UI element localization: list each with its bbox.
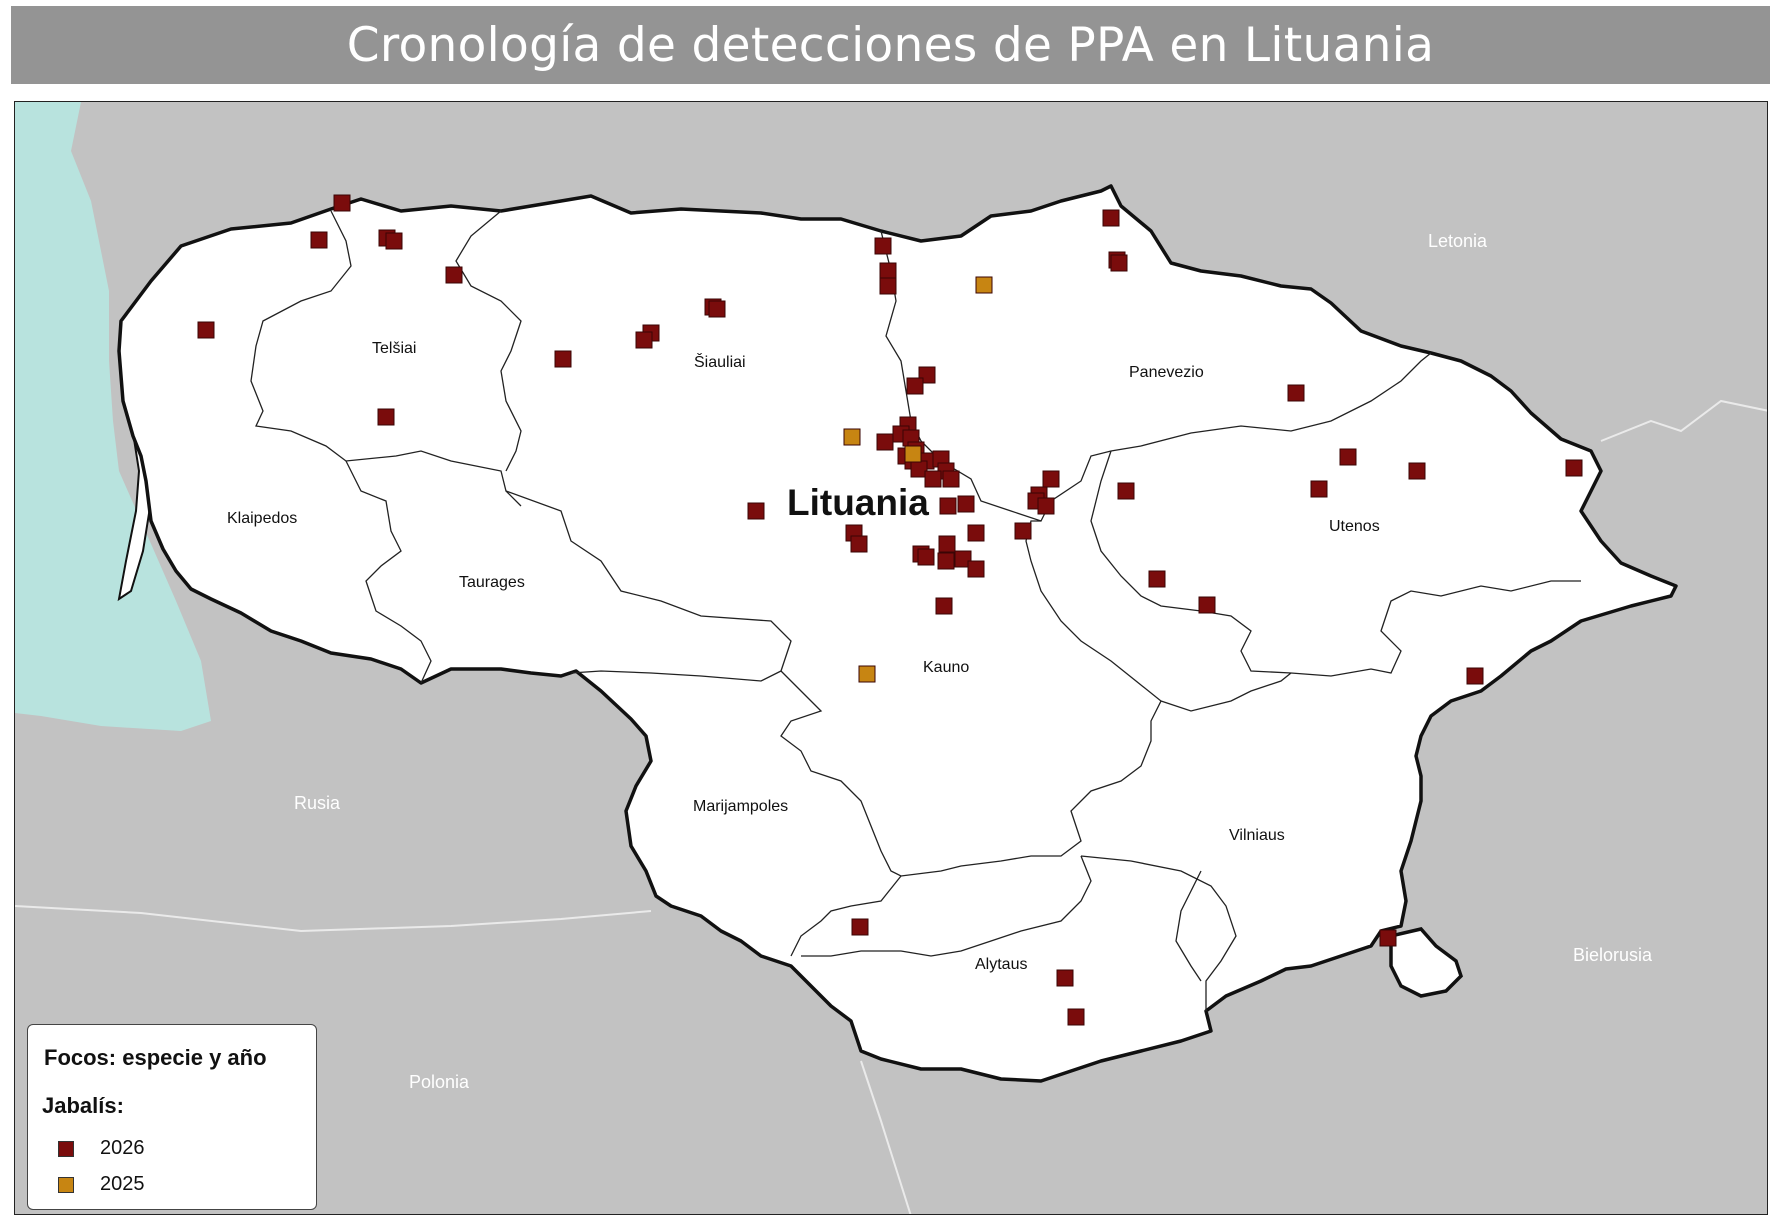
- outbreak-marker-2026-15: [1102, 209, 1120, 227]
- outbreak-marker-2026-7: [377, 408, 395, 426]
- legend: Focos: especie y año Jabalís: 2026 2025: [27, 1024, 317, 1210]
- outbreak-marker-2026-56: [1117, 482, 1135, 500]
- outbreak-marker-2026-63: [1379, 929, 1397, 947]
- legend-species: Jabalís:: [42, 1093, 124, 1118]
- region-labels: Telšiai Šiauliai Panevezio Klaipedos Tau…: [227, 340, 1380, 973]
- country-labels: Letonia Rusia Bielorusia Polonia: [294, 231, 1653, 1092]
- outbreak-marker-2026-58: [1198, 596, 1216, 614]
- country-label-polonia: Polonia: [409, 1072, 470, 1092]
- country-label-letonia: Letonia: [1428, 231, 1488, 251]
- legend-item-2026: 2026: [58, 1137, 145, 1160]
- map-title-lituania: Lituania: [787, 482, 929, 523]
- outbreak-marker-2026-39: [1014, 522, 1032, 540]
- map-canvas: Telšiai Šiauliai Panevezio Klaipedos Tau…: [15, 102, 1767, 1214]
- outbreak-marker-2026-12: [874, 237, 892, 255]
- outbreak-marker-2026-55: [1565, 459, 1583, 477]
- border-latvia-belarus: [1600, 399, 1767, 442]
- outbreak-marker-2026-44: [938, 535, 956, 553]
- legend-swatch-2025: [58, 1176, 74, 1193]
- legend-label-2025: 2025: [100, 1173, 145, 1195]
- outbreak-marker-2026-51: [1287, 384, 1305, 402]
- outbreak-markers: [197, 194, 1583, 1026]
- outbreak-marker-2026-42: [850, 535, 868, 553]
- outbreak-marker-2026-0: [333, 194, 351, 212]
- outbreak-marker-2026-13: [879, 262, 897, 280]
- legend-swatch-2026: [58, 1140, 74, 1157]
- legend-title: Focos: especie y año: [44, 1045, 267, 1070]
- lithuania-southeast-protrusion: [1389, 927, 1464, 998]
- outbreak-marker-2026-17: [1110, 254, 1128, 272]
- outbreak-marker-2026-38: [1037, 497, 1055, 515]
- lithuania-country: [117, 184, 1678, 1083]
- region-label-telsiai: Telšiai: [372, 340, 416, 357]
- legend-label-2026: 2026: [100, 1137, 145, 1159]
- outbreak-marker-2026-61: [1056, 969, 1074, 987]
- outbreak-marker-2026-62: [1067, 1008, 1085, 1026]
- baltic-sea: [15, 102, 211, 731]
- outbreak-marker-2026-60: [851, 918, 869, 936]
- outbreak-marker-2026-45: [937, 552, 955, 570]
- country-label-bielorusia: Bielorusia: [1573, 945, 1653, 965]
- region-label-alytaus: Alytaus: [975, 956, 1027, 973]
- region-label-vilniaus: Vilniaus: [1229, 827, 1285, 844]
- outbreak-marker-2026-34: [957, 495, 975, 513]
- outbreak-marker-2025-3: [858, 665, 876, 683]
- border-russia-poland: [15, 905, 652, 933]
- region-boundaries: [250, 210, 1581, 1011]
- outbreak-marker-2026-31: [924, 470, 942, 488]
- outbreak-marker-2026-1: [310, 231, 328, 249]
- border-poland-belarus: [860, 1060, 912, 1214]
- outbreak-marker-2026-35: [1042, 470, 1060, 488]
- outbreak-marker-2026-11: [708, 300, 726, 318]
- region-label-taurages: Taurages: [459, 574, 525, 591]
- outbreak-marker-2026-57: [1148, 570, 1166, 588]
- outbreak-marker-2026-54: [1408, 462, 1426, 480]
- region-label-kauno: Kauno: [923, 659, 969, 676]
- outbreak-marker-2026-5: [197, 321, 215, 339]
- region-label-klaipedos: Klaipedos: [227, 510, 297, 527]
- outbreak-marker-2026-50: [935, 597, 953, 615]
- outbreak-marker-2026-32: [942, 470, 960, 488]
- region-label-marijampoles: Marijampoles: [693, 798, 788, 815]
- outbreak-marker-2026-52: [1339, 448, 1357, 466]
- outbreak-marker-2026-46: [954, 550, 972, 568]
- outbreak-marker-2025-1: [904, 445, 922, 463]
- outbreak-marker-2026-21: [876, 433, 894, 451]
- outbreak-marker-2026-6: [554, 350, 572, 368]
- outbreak-marker-2026-53: [1310, 480, 1328, 498]
- region-label-utenos: Utenos: [1329, 518, 1380, 535]
- outbreak-marker-2026-47: [967, 560, 985, 578]
- title-bar: Cronología de detecciones de PPA en Litu…: [11, 6, 1770, 84]
- region-label-siauliai: Šiauliai: [694, 352, 746, 371]
- region-label-panevezio: Panevezio: [1129, 364, 1204, 381]
- outbreak-marker-2026-9: [635, 331, 653, 349]
- outbreak-marker-2026-3: [385, 232, 403, 250]
- outbreak-marker-2026-40: [967, 524, 985, 542]
- outbreak-marker-2026-59: [1466, 667, 1484, 685]
- outbreak-marker-2026-19: [906, 377, 924, 395]
- outbreak-marker-2025-2: [975, 276, 993, 294]
- outbreak-marker-2026-14: [879, 277, 897, 295]
- outbreak-marker-2026-33: [939, 497, 957, 515]
- legend-item-2025: 2025: [58, 1173, 145, 1196]
- outbreak-marker-2026-49: [917, 548, 935, 566]
- outbreak-marker-2026-4: [445, 266, 463, 284]
- outbreak-marker-2025-0: [843, 428, 861, 446]
- outbreak-marker-2026-43: [747, 502, 765, 520]
- page-title: Cronología de detecciones de PPA en Litu…: [346, 17, 1435, 73]
- country-label-rusia: Rusia: [294, 793, 341, 813]
